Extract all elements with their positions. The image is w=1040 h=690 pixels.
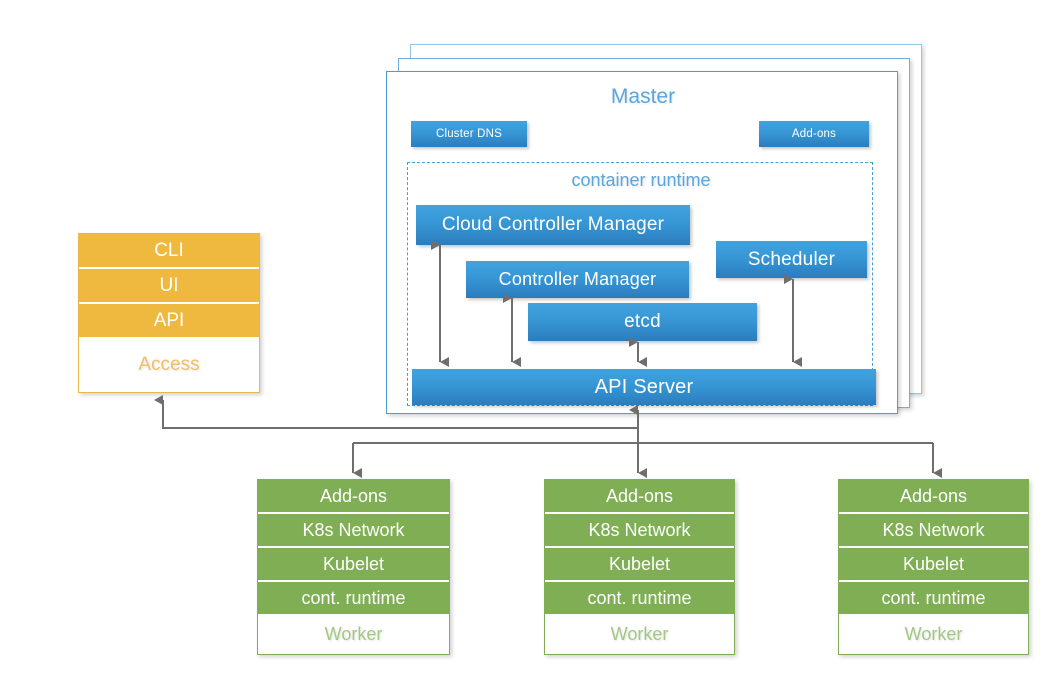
worker-divider-2 [839,546,1028,548]
worker-node-2[interactable]: Add-ons K8s Network Kubelet cont. runtim… [544,479,735,655]
worker-row-kubelet[interactable]: Kubelet [839,548,1028,580]
worker-footer-label: Worker [258,614,449,654]
worker-row-kubelet[interactable]: Kubelet [545,548,734,580]
worker-row-cont-runtime[interactable]: cont. runtime [545,582,734,614]
etcd-box[interactable]: etcd [528,303,757,341]
access-divider-1 [79,267,259,269]
worker-node-1[interactable]: Add-ons K8s Network Kubelet cont. runtim… [257,479,450,655]
master-title: Master [610,85,676,108]
worker-row-cont-runtime[interactable]: cont. runtime [258,582,449,614]
container-runtime-title: container runtime [571,170,711,190]
worker-row-k8s-network[interactable]: K8s Network [258,514,449,546]
worker-row-k8s-network[interactable]: K8s Network [545,514,734,546]
cloud-controller-manager-box[interactable]: Cloud Controller Manager [416,205,690,245]
worker-divider-1 [258,512,449,514]
master-addons-box[interactable]: Add-ons [759,121,869,147]
worker-divider-2 [258,546,449,548]
worker-node-3[interactable]: Add-ons K8s Network Kubelet cont. runtim… [838,479,1029,655]
worker-row-addons[interactable]: Add-ons [839,480,1028,512]
api-server-box[interactable]: API Server [412,369,876,405]
worker-divider-3 [839,580,1028,582]
worker-row-kubelet[interactable]: Kubelet [258,548,449,580]
access-row-api[interactable]: API [79,304,259,337]
scheduler-box[interactable]: Scheduler [716,241,867,278]
access-row-cli[interactable]: CLI [79,234,259,267]
access-footer-label: Access [79,337,259,392]
access-divider-2 [79,302,259,304]
worker-divider-3 [545,580,734,582]
worker-divider-2 [545,546,734,548]
access-stack[interactable]: CLI UI API Access [78,233,260,393]
worker-row-addons[interactable]: Add-ons [258,480,449,512]
master-panel[interactable]: Master Cluster DNS Add-ons container run… [386,71,898,414]
access-row-ui[interactable]: UI [79,269,259,302]
cluster-dns-box[interactable]: Cluster DNS [411,121,527,147]
worker-divider-1 [545,512,734,514]
container-runtime-box: container runtime [407,162,873,406]
worker-divider-3 [258,580,449,582]
worker-divider-1 [839,512,1028,514]
controller-manager-box[interactable]: Controller Manager [466,261,689,298]
worker-row-k8s-network[interactable]: K8s Network [839,514,1028,546]
worker-footer-label: Worker [545,614,734,654]
worker-footer-label: Worker [839,614,1028,654]
worker-row-cont-runtime[interactable]: cont. runtime [839,582,1028,614]
worker-row-addons[interactable]: Add-ons [545,480,734,512]
